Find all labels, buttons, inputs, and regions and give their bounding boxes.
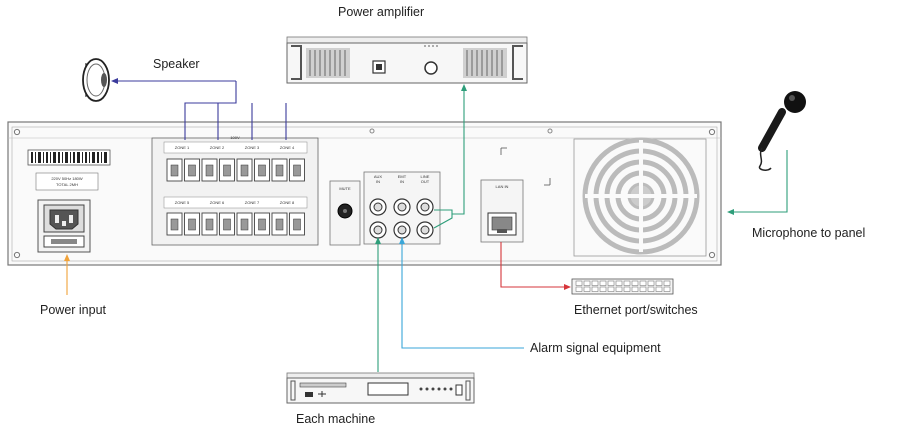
lan-port: LAN IN [480,147,551,243]
switch-port [591,280,599,286]
terminal-screw [188,218,196,231]
zone-label-2: ZONE 2 [210,145,225,150]
terminal-screw [205,218,214,231]
emt-label-1: EMT [398,174,407,179]
terminal-screw [205,164,214,177]
barcode-label [27,149,111,166]
alarm-label: Alarm signal equipment [530,341,661,355]
terminal-screw [275,218,284,231]
switch-port [575,280,583,286]
ethernet-switch-device [571,278,674,295]
zone-label-3: ZONE 3 [245,145,260,150]
terminal-screw [223,164,231,177]
zone-label-8: ZONE 8 [280,200,295,205]
lan-in-label: LAN IN [496,184,509,189]
rating-line-1: 220V 50Hz 180W [51,176,83,181]
speaker-terminal-area: 100V ZONE 1 ZONE 2 ZONE 3 ZONE 4 ZONE 5 … [151,135,319,246]
microphone-connection [727,150,788,215]
speaker-connection [111,78,287,140]
rating-line-2: TOTAL 2MH [56,182,78,187]
mute-control: MUTE [329,180,361,246]
switch-port [583,280,591,286]
terminal-screw [258,218,266,231]
switch-port [631,280,639,286]
audio-jack-panel: AUX IN EMT IN LINE OUT [363,171,441,245]
switch-port [655,286,663,292]
terminal-screw [240,164,249,177]
aux-label-2: IN [376,179,380,184]
voltage-label: 100V [230,135,240,140]
line-out-label-2: OUT [421,179,430,184]
rack-machine-device [286,372,475,404]
fan-grille [573,137,707,257]
switch-port [647,286,655,292]
switch-port [623,286,631,292]
terminal-row-top [166,158,305,182]
power-input-connection [64,254,70,295]
switch-port [599,286,607,292]
switch-port [639,286,647,292]
zone-label-5: ZONE 5 [175,200,190,205]
ethernet-label: Ethernet port/switches [574,303,698,317]
switch-port [575,286,583,292]
terminal-screw [188,164,196,177]
amplifier-connection [433,84,467,229]
alarm-connection [399,237,524,349]
terminal-screw [275,164,284,177]
zone-label-1: ZONE 1 [175,145,190,150]
ethernet-connection [500,242,571,290]
switch-port [615,280,623,286]
microphone-icon [758,91,806,171]
switch-port [663,286,671,292]
switch-port [599,280,607,286]
switch-port [631,286,639,292]
switch-port [607,280,615,286]
switch-port [655,280,663,286]
power-socket [37,199,91,253]
terminal-screw [293,164,301,177]
aux-label-1: AUX [374,174,383,179]
terminal-screw [240,218,249,231]
terminal-screw [293,218,301,231]
switch-port [623,280,631,286]
machine-connection [375,237,381,372]
speaker-label: Speaker [153,57,200,71]
line-out-label-1: LINE [421,174,430,179]
switch-port [583,286,591,292]
terminal-screw [170,218,179,231]
terminal-screw [258,164,266,177]
switch-port [607,286,615,292]
terminal-screw [170,164,179,177]
emt-label-2: IN [400,179,404,184]
switch-port [615,286,623,292]
rating-label: 220V 50Hz 180W TOTAL 2MH [35,172,99,191]
switch-port [591,286,599,292]
each-machine-label: Each machine [296,412,376,426]
terminal-screw [223,218,231,231]
mute-label: MUTE [339,186,351,191]
microphone-label: Microphone to panel [752,226,866,240]
terminal-row-bottom [166,212,305,236]
switch-port [663,280,671,286]
power-input-label: Power input [40,303,107,317]
switch-port [647,280,655,286]
speaker-icon [82,58,110,102]
zone-label-7: ZONE 7 [245,200,260,205]
zone-label-4: ZONE 4 [280,145,295,150]
switch-port [639,280,647,286]
power-amplifier-label: Power amplifier [338,5,425,19]
zone-label-6: ZONE 6 [210,200,225,205]
power-amplifier-device [286,36,528,84]
